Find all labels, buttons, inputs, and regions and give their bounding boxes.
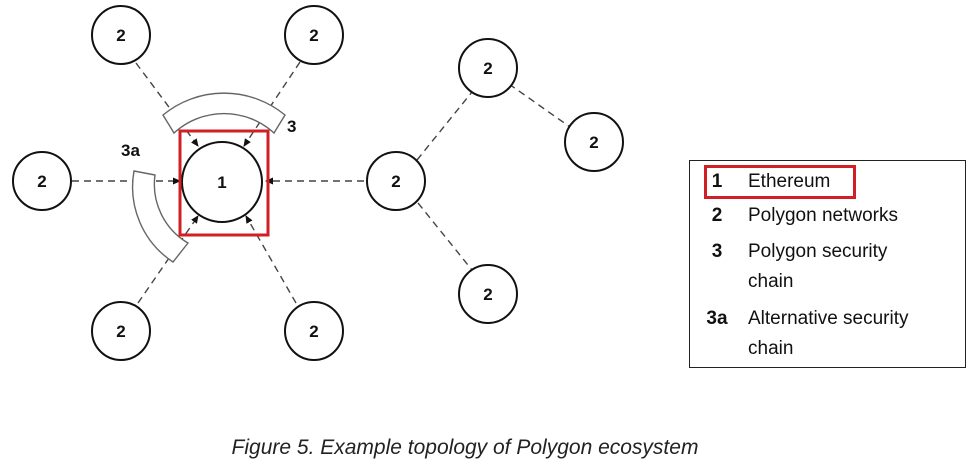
legend-box: 1 Ethereum 2 Polygon networks 3 Polygon …: [689, 160, 966, 368]
network-node-label: 2: [37, 172, 46, 191]
network-node-hub-right: 2: [366, 151, 426, 211]
network-node-top-left: 2: [91, 5, 151, 65]
connector-bottom-left: [137, 215, 199, 304]
security-chain-label: 3: [287, 117, 296, 136]
legend-item-alt-security-chain: 3a Alternative security chain: [690, 304, 967, 364]
network-node-label: 2: [589, 133, 598, 152]
network-node-bottom-right: 2: [284, 301, 344, 361]
network-node-label: 2: [116, 322, 125, 341]
legend-key: 3: [711, 241, 723, 262]
legend-text: Polygon networks: [748, 205, 898, 226]
connector-hub-lower: [417, 202, 473, 271]
network-node-label: 2: [483, 59, 492, 78]
ethereum-node-label: 1: [217, 173, 226, 192]
network-node-right-far: 2: [564, 112, 624, 172]
network-node-upper-far: 2: [458, 38, 518, 98]
network-node-lower-far: 2: [458, 264, 518, 324]
legend-text-continued: chain: [748, 271, 794, 292]
legend-key: 2: [711, 205, 723, 226]
legend-key: 1: [711, 171, 723, 192]
network-node-bottom-left: 2: [91, 301, 151, 361]
network-node-label: 2: [309, 322, 318, 341]
legend-highlight-box: [704, 165, 856, 199]
legend-item-ethereum: 1 Ethereum: [690, 165, 967, 199]
network-node-top-right: 2: [284, 5, 344, 65]
connector-upper-right: [508, 83, 571, 128]
ethereum-highlight-box: [178, 129, 270, 237]
legend-item-polygon-networks: 2 Polygon networks: [690, 201, 967, 231]
legend-text-continued: chain: [748, 338, 794, 359]
legend-text: Ethereum: [748, 171, 831, 192]
connector-hub-upper: [416, 91, 473, 161]
network-node-label: 2: [483, 285, 492, 304]
alt-security-chain-arc: [131, 170, 190, 263]
ethereum-node: [181, 141, 263, 223]
legend-key: 3a: [706, 308, 728, 329]
legend-text: Polygon security: [748, 241, 888, 262]
network-node-label: 2: [116, 26, 125, 45]
connector-bottom-right: [245, 215, 297, 304]
alt-security-chain-label: 3a: [121, 141, 140, 160]
figure-caption: Figure 5. Example topology of Polygon ec…: [231, 436, 699, 459]
legend-item-security-chain: 3 Polygon security chain: [690, 237, 967, 297]
security-chain-arc: [162, 92, 286, 135]
network-node-left: 2: [12, 151, 72, 211]
network-node-label: 2: [309, 26, 318, 45]
legend-text: Alternative security: [748, 308, 909, 329]
network-node-label: 2: [391, 172, 400, 191]
